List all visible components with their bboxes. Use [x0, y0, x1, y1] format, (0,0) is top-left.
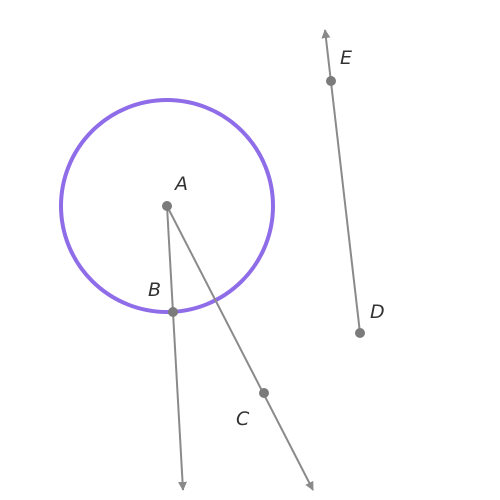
ray-d-through-e[interactable]: [321, 29, 361, 334]
point-c[interactable]: [259, 388, 269, 398]
label-a: A: [173, 173, 188, 195]
point-b[interactable]: [168, 307, 178, 317]
label-c: C: [236, 408, 250, 430]
point-a[interactable]: [162, 201, 172, 211]
label-e: E: [340, 47, 352, 69]
point-e[interactable]: [326, 76, 336, 86]
ray-a-through-b[interactable]: [166, 205, 188, 491]
label-d: D: [370, 301, 385, 323]
circle-center-a[interactable]: [59, 98, 275, 314]
ray-a-through-c[interactable]: [166, 205, 314, 491]
point-d[interactable]: [355, 328, 365, 338]
label-b: B: [148, 279, 161, 301]
